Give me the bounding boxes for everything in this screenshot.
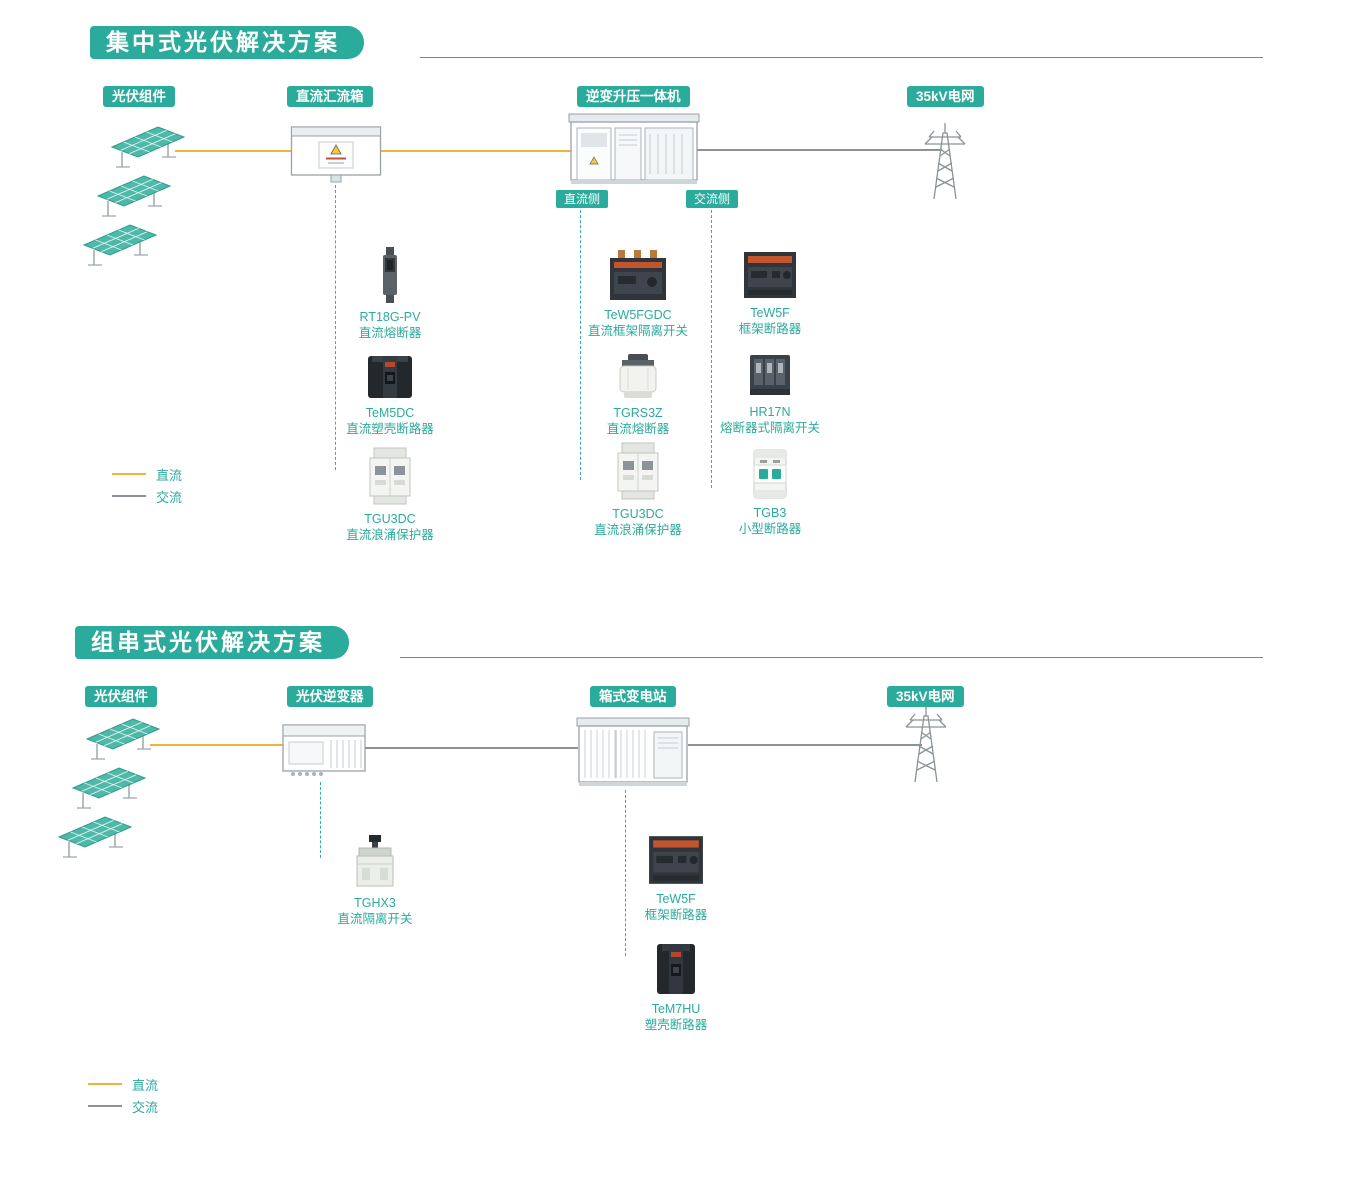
product-desc: 小型断路器 (738, 522, 802, 536)
section1-header-inverter-station: 逆变升压一体机 (577, 86, 690, 107)
product-tem7hu: TeM7HU 塑壳断路器 (601, 942, 751, 1033)
ac-side-badge: 交流侧 (686, 190, 739, 208)
product-name: TeW5F (750, 306, 790, 320)
dashed-connector-combiner (335, 185, 336, 470)
section2-header-pv-modules: 光伏组件 (85, 686, 157, 707)
product-tgu3dc-2: TGU3DC 直流浪涌保护器 (563, 441, 713, 538)
product-tew5f-2: TeW5F 框架断路器 (601, 834, 751, 923)
ac-line-swatch (112, 495, 146, 497)
product-name: TeW5FGDC (604, 308, 672, 322)
dashed-connector-inverter (320, 782, 321, 858)
section1-header-combiner-box: 直流汇流箱 (287, 86, 373, 107)
product-rt18g-pv: RT18G-PV 直流熔断器 (315, 246, 465, 341)
legend-dc-row: 直流 (112, 463, 182, 485)
product-desc: 直流隔离开关 (337, 912, 413, 926)
section2-header-grid: 35kV电网 (887, 686, 964, 707)
combiner-box-image (290, 126, 382, 183)
pv-panels-image (58, 718, 160, 858)
section1-header-pv-modules: 光伏组件 (103, 86, 175, 107)
legend-dc-label: 直流 (156, 467, 183, 483)
product-name: TGHX3 (354, 896, 396, 910)
dashed-connector-substation (625, 790, 626, 956)
legend-dc-label: 直流 (132, 1077, 159, 1093)
dc-side-badge: 直流侧 (556, 190, 609, 208)
product-name: TeM5DC (365, 406, 415, 420)
product-tem5dc-image (368, 356, 412, 398)
product-name: TGB3 (753, 506, 787, 520)
product-desc: 直流熔断器 (358, 326, 422, 340)
product-name: TeW5F (656, 892, 696, 906)
product-desc: 塑壳断路器 (644, 1018, 708, 1032)
transmission-tower-image (924, 122, 966, 200)
dc-flow-line-panels-to-combiner (175, 150, 295, 152)
product-name: TeM7HU (651, 1002, 701, 1016)
section1-title: 集中式光伏解决方案 (90, 26, 364, 59)
product-name: TGRS3Z (613, 406, 663, 420)
ac-line-swatch (88, 1105, 122, 1107)
ac-flow-line-inverter-to-substation (365, 747, 578, 749)
product-hr17n-image (750, 355, 790, 395)
product-tem5dc: TeM5DC 直流塑壳断路器 (315, 354, 465, 437)
dc-line-swatch (112, 473, 146, 475)
legend-ac-row: 交流 (112, 485, 182, 507)
product-tgb3-image (753, 449, 787, 499)
dc-flow-line-combiner-to-inverter (378, 150, 572, 152)
section2-legend: 直流 交流 (88, 1073, 158, 1117)
product-name: RT18G-PV (359, 310, 421, 324)
product-tgu3dc-image (369, 447, 411, 505)
box-substation-image (576, 717, 690, 786)
product-tew5fgdc: TeW5FGDC 直流框架隔离开关 (563, 248, 713, 339)
product-desc: 框架断路器 (738, 322, 802, 336)
product-tgu3dc: TGU3DC 直流浪涌保护器 (315, 446, 465, 543)
legend-dc-row: 直流 (88, 1073, 158, 1095)
section2-underline (400, 657, 1263, 658)
transmission-tower-image (905, 705, 947, 783)
product-desc: 框架断路器 (644, 908, 708, 922)
product-desc: 直流浪涌保护器 (346, 528, 434, 542)
legend-ac-label: 交流 (132, 1099, 159, 1115)
dashed-connector-ac-side (711, 210, 712, 488)
ac-flow-line-inverter-to-grid (696, 149, 942, 151)
section1-legend: 直流 交流 (112, 463, 182, 507)
product-desc: 直流熔断器 (606, 422, 670, 436)
product-tgb3: TGB3 小型断路器 (695, 448, 845, 537)
product-name: TGU3DC (612, 507, 664, 521)
ac-flow-line-substation-to-grid (688, 744, 922, 746)
product-desc: 直流框架隔离开关 (587, 324, 688, 338)
section1-underline (420, 57, 1263, 58)
product-tew5fgdc-image (610, 250, 666, 300)
product-tgu3dc-image (617, 442, 659, 500)
product-tew5f: TeW5F 框架断路器 (695, 250, 845, 337)
product-name: TGU3DC (364, 512, 416, 526)
product-tghx3-image (356, 835, 394, 887)
dc-flow-line-panels-to-inverter (150, 744, 285, 746)
section2-header-box-substation: 箱式变电站 (590, 686, 676, 707)
section2-title: 组串式光伏解决方案 (75, 626, 349, 659)
product-tghx3: TGHX3 直流隔离开关 (300, 834, 450, 927)
product-rt18g-pv-image (383, 247, 397, 303)
string-inverter-image (282, 724, 366, 776)
product-tew5f-image (744, 252, 796, 298)
product-tgrs3z: TGRS3Z 直流熔断器 (563, 352, 713, 437)
inverter-station-image (568, 113, 700, 184)
product-name: HR17N (749, 405, 791, 419)
section2-header-string-inverter: 光伏逆变器 (287, 686, 373, 707)
section1-header-grid: 35kV电网 (907, 86, 984, 107)
product-desc: 直流塑壳断路器 (346, 422, 434, 436)
product-tem7hu-image (657, 944, 695, 994)
product-tew5f-image (649, 836, 703, 884)
pv-panels-image (83, 126, 185, 266)
product-hr17n: HR17N 熔断器式隔离开关 (695, 351, 845, 436)
product-desc: 直流浪涌保护器 (594, 523, 682, 537)
product-desc: 熔断器式隔离开关 (719, 421, 820, 435)
legend-ac-row: 交流 (88, 1095, 158, 1117)
legend-ac-label: 交流 (156, 489, 183, 505)
warning-triangle-icon (330, 144, 342, 155)
dc-line-swatch (88, 1083, 122, 1085)
dashed-connector-dc-side (580, 210, 581, 480)
warning-triangle-icon (589, 156, 599, 165)
product-tgrs3z-image (619, 354, 657, 398)
